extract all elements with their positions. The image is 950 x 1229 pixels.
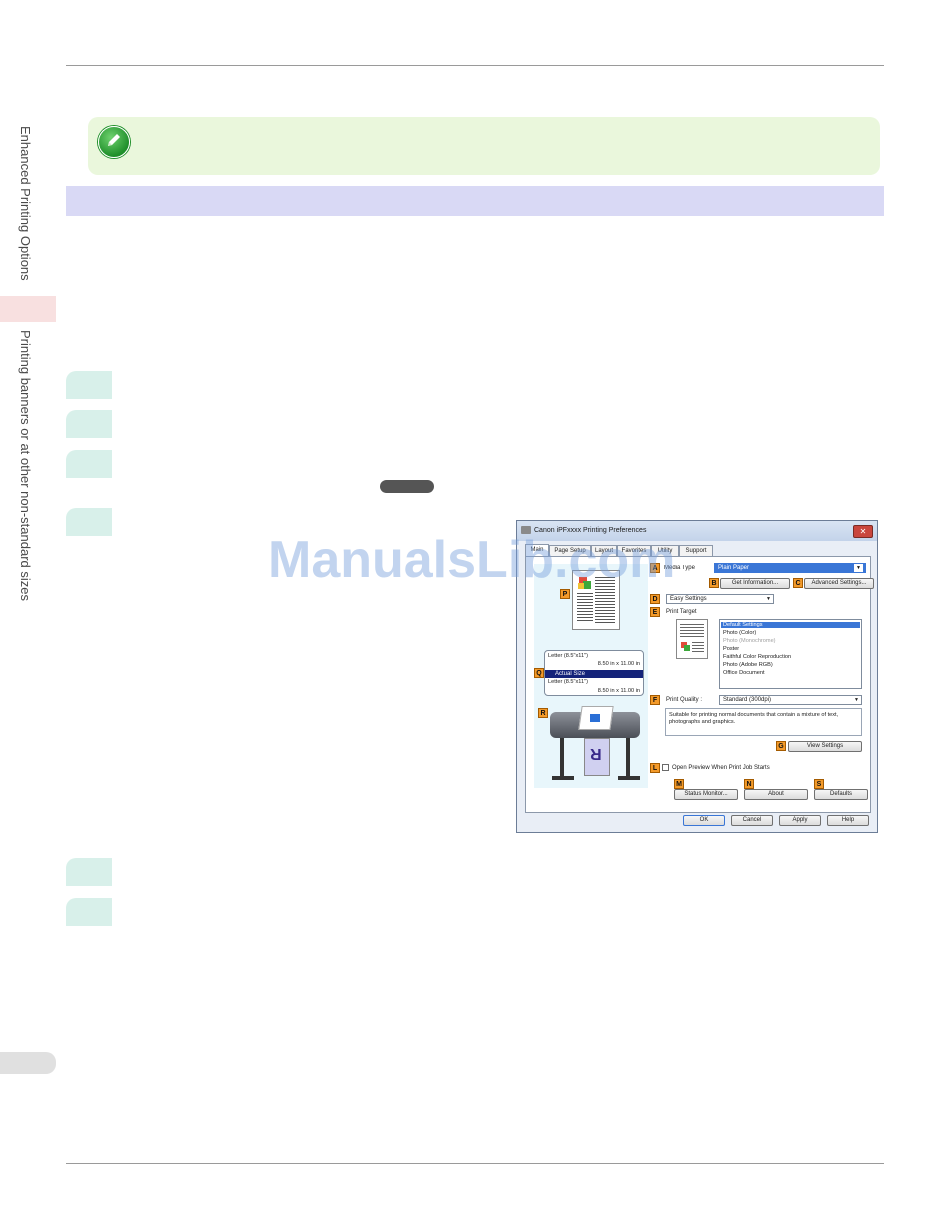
tab-favorites[interactable]: Favorites: [617, 545, 651, 556]
print-target-label: Print Target: [666, 609, 697, 615]
open-preview-checkbox[interactable]: [662, 764, 669, 771]
step-marker: [66, 371, 112, 399]
chevron-down-icon: ▼: [766, 596, 771, 602]
step-marker: [66, 508, 112, 536]
printing-preferences-dialog: Canon iPFxxxx Printing Preferences ✕ Mai…: [516, 520, 878, 833]
get-information-button[interactable]: Get Information...: [720, 578, 790, 589]
media-type-label: Media Type: [664, 565, 695, 571]
print-quality-select[interactable]: Standard (300dpi) ▼: [719, 695, 862, 705]
callout-n: N: [744, 779, 754, 789]
print-quality-value: Standard (300dpi): [723, 697, 772, 703]
main-tab-panel: P Letter (8.5"x11") 8.50 in x 11.00 in A…: [525, 556, 874, 813]
side-tab-section-label[interactable]: Printing banners or at other non-standar…: [18, 330, 33, 601]
mode-value: Easy Settings: [670, 596, 707, 602]
print-target-item[interactable]: Office Document: [723, 670, 765, 676]
scaling-label: Actual Size: [555, 671, 586, 677]
print-quality-description: Suitable for printing normal documents t…: [665, 708, 862, 736]
section-heading-bar: [66, 186, 884, 216]
dialog-title: Canon iPFxxxx Printing Preferences: [534, 527, 647, 534]
view-settings-button[interactable]: View Settings: [788, 741, 862, 752]
mode-select[interactable]: Easy Settings ▼: [666, 594, 774, 604]
status-monitor-button[interactable]: Status Monitor...: [674, 789, 738, 800]
callout-p: P: [560, 589, 570, 599]
page-number-tab: [0, 1052, 56, 1074]
print-target-item[interactable]: Faithful Color Reproduction: [723, 654, 792, 660]
step-marker: [66, 858, 112, 886]
tab-main[interactable]: Main: [525, 544, 549, 557]
print-target-item: Photo (Monochrome): [723, 638, 776, 644]
callout-c: C: [793, 578, 803, 588]
callout-d: D: [650, 594, 660, 604]
cancel-button[interactable]: Cancel: [731, 815, 773, 826]
print-target-item[interactable]: Poster: [723, 646, 740, 652]
media-type-value: Plain Paper: [718, 565, 750, 571]
ok-button[interactable]: OK: [683, 815, 725, 826]
about-button[interactable]: About: [744, 789, 808, 800]
original-size: Letter (8.5"x11"): [548, 653, 588, 659]
advanced-settings-button[interactable]: Advanced Settings...: [804, 578, 874, 589]
output-dimensions: 8.50 in x 11.00 in: [597, 688, 640, 694]
print-target-thumbnail: [676, 619, 708, 659]
print-target-item[interactable]: Default Settings: [721, 622, 860, 628]
step-marker: [66, 450, 112, 478]
original-dimensions: 8.50 in x 11.00 in: [597, 661, 640, 667]
note-box: [88, 117, 880, 175]
media-type-select[interactable]: Plain Paper ▼: [714, 563, 866, 573]
callout-b: B: [709, 578, 719, 588]
chevron-down-icon: ▼: [854, 564, 863, 572]
callout-r: R: [538, 708, 548, 718]
close-button[interactable]: ✕: [853, 525, 873, 538]
output-size: Letter (8.5"x11"): [548, 679, 588, 685]
apply-button[interactable]: Apply: [779, 815, 821, 826]
callout-e: E: [650, 607, 660, 617]
footer-rule: [66, 1163, 884, 1164]
tab-layout[interactable]: Layout: [591, 545, 617, 556]
printer-icon: [521, 526, 531, 534]
tab-support[interactable]: Support: [679, 545, 713, 556]
print-quality-label: Print Quality :: [666, 697, 703, 703]
header-rule: [66, 65, 884, 66]
side-tab-active-marker: [0, 296, 56, 322]
step-marker: [66, 410, 112, 438]
description-text: Suitable for printing normal documents t…: [669, 712, 839, 725]
defaults-button[interactable]: Defaults: [814, 789, 868, 800]
callout-g: G: [776, 741, 786, 751]
watermark-text: ManualsLib.com: [268, 531, 676, 589]
reference-link-pill[interactable]: [380, 480, 434, 493]
tab-page-setup[interactable]: Page Setup: [549, 545, 591, 556]
dialog-title-bar: Canon iPFxxxx Printing Preferences ✕: [517, 521, 877, 541]
print-target-item[interactable]: Photo (Color): [723, 630, 757, 636]
page-preview: [572, 570, 620, 630]
step-marker: [66, 898, 112, 926]
side-tab-chapter-label: Enhanced Printing Options: [18, 126, 33, 281]
tab-utility[interactable]: Utility: [651, 545, 679, 556]
callout-m: M: [674, 779, 684, 789]
print-target-list[interactable]: Default Settings Photo (Color) Photo (Mo…: [719, 619, 862, 689]
help-button[interactable]: Help: [827, 815, 869, 826]
scaling-bar: Actual Size: [545, 670, 643, 678]
paper-size-panel: Letter (8.5"x11") 8.50 in x 11.00 in Act…: [544, 650, 644, 696]
open-preview-label: Open Preview When Print Job Starts: [672, 765, 770, 771]
note-pencil-icon: [98, 126, 130, 158]
callout-f: F: [650, 695, 660, 705]
preview-area: P Letter (8.5"x11") 8.50 in x 11.00 in A…: [534, 564, 648, 788]
printed-letter: R: [590, 745, 602, 762]
callout-q: Q: [534, 668, 544, 678]
print-target-item[interactable]: Photo (Adobe RGB): [723, 662, 773, 668]
printer-illustration: R: [546, 704, 644, 784]
callout-a: A: [650, 563, 660, 573]
chevron-down-icon: ▼: [854, 697, 859, 703]
callout-s: S: [814, 779, 824, 789]
callout-l: L: [650, 763, 660, 773]
